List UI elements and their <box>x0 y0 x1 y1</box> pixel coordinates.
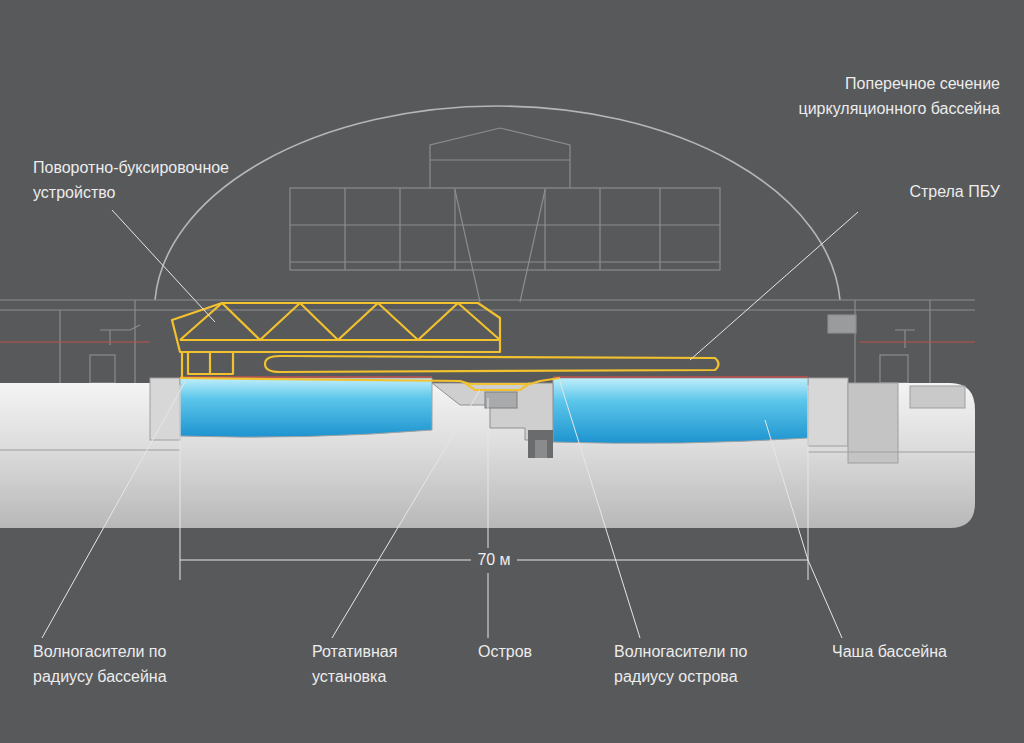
island-structure <box>432 383 553 458</box>
diagram-title: Поперечное сечение циркуляционного бассе… <box>730 72 1000 122</box>
left-pool-water <box>180 378 432 437</box>
part-label: Волногасители по радиусу острова <box>614 640 799 690</box>
leader-lines <box>42 210 858 638</box>
part-label: Остров <box>478 640 568 665</box>
part-label: Чаша бассейна <box>832 640 1002 665</box>
towing-device-truss <box>172 303 719 390</box>
part-label: Стрела ПБУ <box>860 180 1000 205</box>
dimension-label: 70 м <box>471 548 516 573</box>
part-label: Ротативная установка <box>312 640 442 690</box>
part-label: Волногасители по радиусу бассейна <box>33 640 213 690</box>
right-pool-water <box>553 378 808 443</box>
part-label: Поворотно-буксировочное устройство <box>33 156 273 206</box>
building-structure <box>0 106 975 383</box>
